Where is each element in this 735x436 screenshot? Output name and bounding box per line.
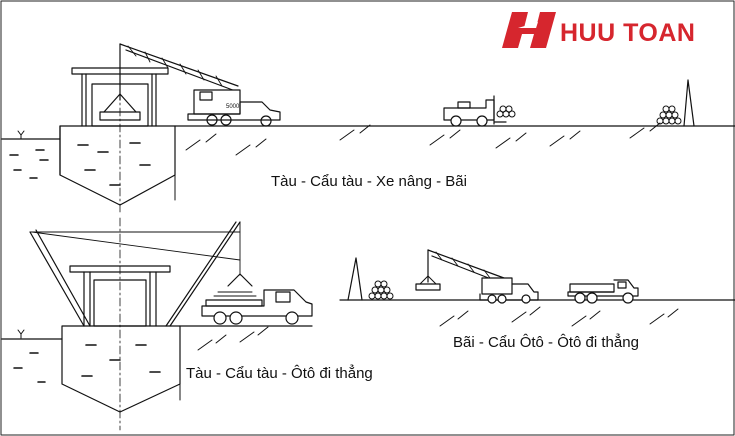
truck-bottom-left <box>201 273 313 325</box>
ship-gantry-top <box>71 67 169 127</box>
brand-name: HUU TOAN <box>560 19 696 47</box>
ground-hatching-top <box>185 122 661 156</box>
pipe-stack-forklift <box>496 105 516 118</box>
ground-hatching-bottom-left <box>197 326 269 351</box>
ship-hull-top <box>59 59 176 216</box>
ship-hull-bottom <box>61 217 181 431</box>
ship-derricks-bottom <box>29 221 241 327</box>
water-ripples-bottom <box>13 352 46 383</box>
stockpile-bottom <box>347 257 394 301</box>
ship-crane-top: 5000 <box>119 43 281 127</box>
bottom-right-scene <box>339 249 735 327</box>
truck-crane-bottom <box>415 249 539 304</box>
caption-bottom-left: Tàu - Cẩu tàu - Ôtô đi thẳng <box>186 365 373 382</box>
caption-top: Tàu - Cẩu tàu - Xe nâng - Bãi <box>271 173 467 190</box>
stockpile-top <box>656 79 695 127</box>
caption-bottom-right: Bãi - Cẩu Ôtô - Ôtô đi thẳng <box>453 334 639 351</box>
bottom-left-scene <box>1 217 313 431</box>
crane-cab-label: 5000 <box>226 104 240 110</box>
forklift-top <box>443 95 507 127</box>
flatbed-truck-bottom-right <box>567 279 639 304</box>
ground-hatching-bottom-right <box>439 306 679 327</box>
water-ripples-top <box>9 149 49 179</box>
brand-logo-mark <box>502 12 556 48</box>
top-scene: 5000 <box>1 43 735 216</box>
